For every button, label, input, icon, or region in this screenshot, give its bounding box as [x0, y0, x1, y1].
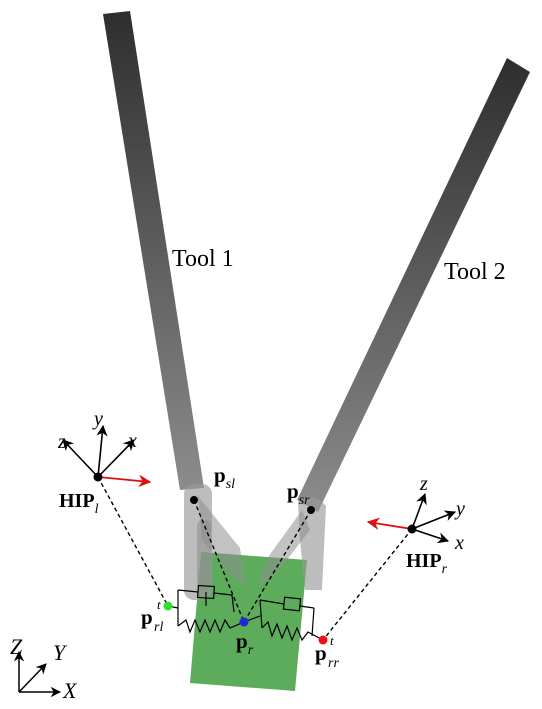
- point-prl: [163, 601, 173, 611]
- svg-text:p: p: [141, 605, 153, 629]
- svg-text:rl: rl: [154, 620, 163, 635]
- tool2-gripper: [258, 496, 326, 590]
- hip-right-frame: z y x: [366, 473, 465, 554]
- tool1-shaft: [103, 11, 204, 490]
- dashed-hipl-prl: [97, 476, 169, 607]
- label-psl: psl: [214, 463, 235, 492]
- point-psr: [307, 506, 315, 514]
- svg-text:x: x: [127, 430, 137, 452]
- grasped-object: [190, 552, 307, 691]
- svg-text:x: x: [454, 532, 464, 554]
- label-pr: pr: [236, 629, 254, 658]
- point-psl: [190, 496, 198, 504]
- right-spring-damper: [243, 596, 324, 642]
- svg-text:Z: Z: [10, 634, 23, 659]
- world-frame: Z Y X: [10, 634, 78, 703]
- tool1-gripper: [184, 484, 246, 600]
- point-pr: [239, 617, 249, 627]
- tool2-label: Tool 2: [444, 259, 506, 285]
- svg-text:t: t: [157, 597, 161, 612]
- tool1-label: Tool 1: [172, 246, 234, 272]
- svg-text:X: X: [62, 678, 78, 703]
- label-prr: p t rr: [315, 633, 339, 671]
- label-hip-right: HIPr: [406, 550, 448, 577]
- hip-left-force-arrow: [97, 474, 152, 488]
- tool2-shaft: [297, 58, 530, 512]
- dashed-psl-pr: [193, 499, 245, 623]
- label-psr: psr: [287, 479, 310, 508]
- svg-text:rr: rr: [328, 656, 339, 671]
- hip-left-frame: z y x: [57, 408, 152, 488]
- hip-right-force-arrow: [366, 517, 413, 531]
- point-prr: [318, 635, 328, 645]
- svg-text:p: p: [315, 641, 327, 665]
- svg-text:z: z: [57, 431, 66, 453]
- svg-text:z: z: [419, 473, 428, 495]
- dashed-psr-pr: [243, 509, 312, 623]
- left-spring-damper: [167, 584, 245, 634]
- svg-text:y: y: [92, 408, 103, 430]
- dashed-hipr-prr: [322, 528, 413, 641]
- svg-text:Y: Y: [53, 640, 68, 665]
- label-hip-left: HIPl: [59, 490, 99, 517]
- svg-text:t: t: [330, 633, 334, 648]
- svg-text:y: y: [454, 498, 465, 520]
- label-prl: p t rl: [141, 597, 163, 635]
